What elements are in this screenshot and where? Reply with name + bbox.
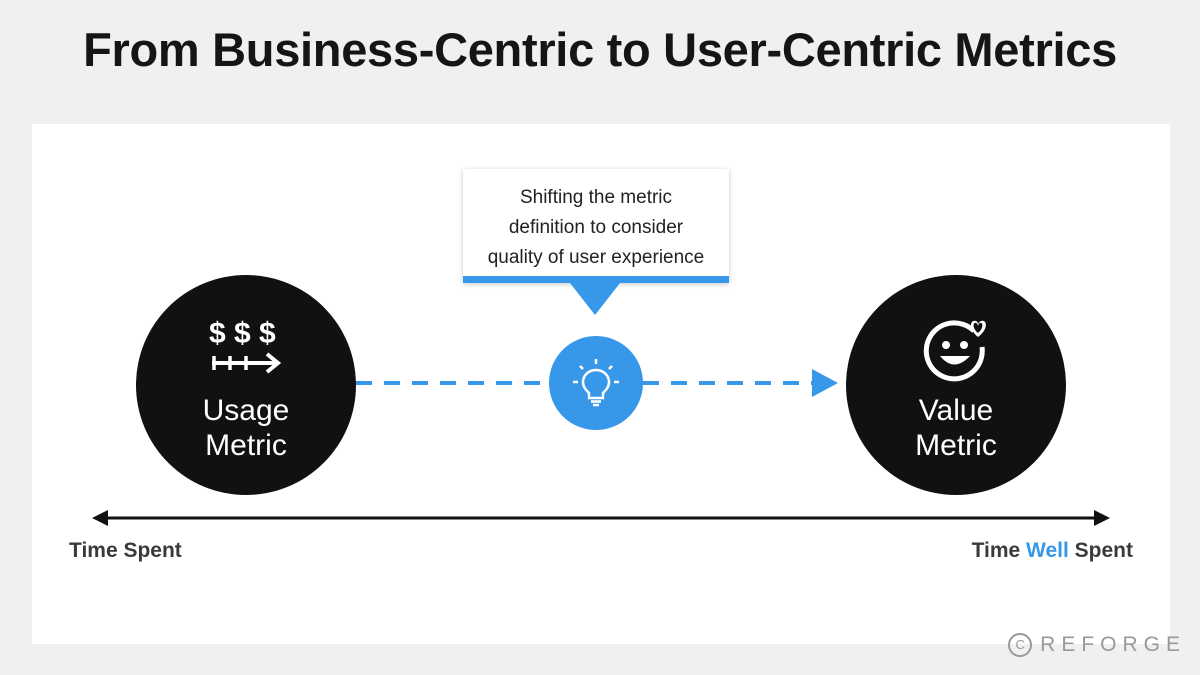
lightbulb-node (549, 336, 643, 430)
svg-text:$: $ (209, 317, 226, 350)
axis-label-time-spent: Time Spent (69, 539, 182, 562)
copyright-icon: C (1008, 633, 1033, 657)
usage-metric-node: $ $ $ Usage Metric (136, 275, 356, 495)
smile-heart-icon (923, 320, 986, 382)
axis-label-highlight: Well (1026, 539, 1069, 562)
axis-arrow-right (1094, 510, 1110, 526)
connector-arrowhead (812, 369, 838, 397)
callout-pointer (570, 283, 620, 315)
axis-arrow-left (92, 510, 108, 526)
axis-label-time-well-spent: Time Well Spent (972, 539, 1133, 563)
page-title: From Business-Centric to User-Centric Me… (83, 23, 1117, 76)
axis-label-right-post: Spent (1068, 539, 1133, 562)
brand-logo: C REFORGE (1008, 633, 1186, 657)
lightbulb-icon (573, 359, 619, 407)
dashed-connector (356, 369, 838, 397)
diagram-panel: $ $ $ Usage Metric Value Metric Shifting… (32, 124, 1170, 644)
time-axis (92, 510, 1110, 526)
brand-name: REFORGE (1040, 633, 1186, 656)
callout-text: Shifting the metric definition to consid… (487, 187, 705, 268)
value-metric-node: Value Metric (846, 275, 1066, 495)
value-metric-label: Value Metric (915, 394, 997, 462)
money-forward-icon: $ $ $ (209, 317, 282, 374)
axis-label-right-pre: Time (971, 539, 1027, 562)
svg-text:$: $ (259, 317, 276, 350)
usage-metric-label: Usage Metric (202, 394, 290, 462)
svg-text:$: $ (234, 317, 251, 350)
callout-box: Shifting the metric definition to consid… (463, 169, 729, 283)
